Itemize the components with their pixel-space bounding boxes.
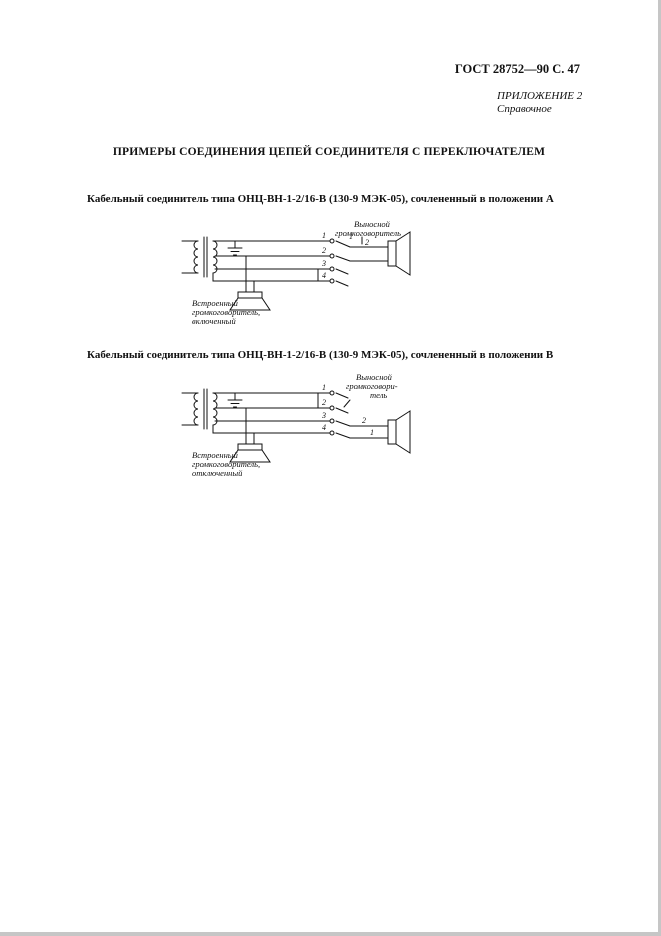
contact-number-2: 2	[322, 398, 326, 407]
right-contact-number-bottom: 2	[365, 238, 369, 247]
appendix-title: ПРИЛОЖЕНИЕ 2	[497, 90, 583, 102]
contact-number-1: 1	[322, 231, 326, 240]
contact-number-4: 4	[322, 423, 326, 432]
contact-pad-4	[329, 278, 335, 284]
appendix-type: Справочное	[497, 103, 552, 115]
right-contact-number-bottom: 1	[370, 428, 374, 437]
right-contact-number-top: 2	[362, 416, 366, 425]
transformer-primary-coil	[193, 392, 199, 426]
switch-arm-4	[335, 280, 349, 287]
transformer-secondary-coil	[212, 240, 218, 274]
diagram-a-circuit: 1 2 3 4 1 2 Выносной громкоговоритель Вс…	[181, 219, 411, 326]
external-speaker-body	[387, 240, 397, 267]
contact-number-4: 4	[322, 271, 326, 280]
external-speaker-leads	[349, 425, 389, 439]
transformer-core	[203, 236, 208, 278]
contact-pad-2	[329, 253, 335, 259]
external-speaker-label-line3: тель	[370, 390, 387, 400]
internal-speaker-label-line1: Встроенный	[192, 450, 239, 460]
external-speaker-leads	[349, 246, 389, 262]
internal-speaker-cone	[229, 449, 271, 463]
contact-pad-1	[329, 238, 335, 244]
wire-4	[212, 424, 331, 434]
internal-speaker-label-line3: отключенный	[192, 468, 243, 478]
contact-number-3: 3	[321, 259, 326, 268]
circuit-a-wiring	[181, 231, 411, 311]
contact-pad-1	[329, 390, 335, 396]
diagram-b-caption: Кабельный соединитель типа ОНЦ-ВН-1-2/16…	[87, 349, 554, 361]
transformer-secondary-coil	[212, 392, 218, 426]
external-speaker-cone	[395, 410, 411, 454]
transformer-primary-coil	[193, 240, 199, 274]
internal-speaker-body	[237, 443, 263, 451]
switch-arm-2	[335, 255, 351, 262]
diagram-b-circuit: 1 2 3 4 2 1 Выносной громкоговори- тель …	[181, 372, 411, 478]
doc-reference: ГОСТ 28752—90 С. 47	[454, 62, 580, 76]
transformer-leads	[181, 392, 199, 426]
internal-speaker-cone	[229, 297, 271, 311]
contact-pad-3	[329, 266, 335, 272]
label-pointer	[343, 399, 351, 408]
contact-pad-3	[329, 418, 335, 424]
ground-symbol	[227, 240, 243, 256]
contact-number-3: 3	[321, 411, 326, 420]
internal-speaker-label-line3: включенный	[192, 316, 236, 326]
internal-speaker-leads	[245, 407, 255, 445]
appendix-block: ПРИЛОЖЕНИЕ 2 Справочное	[497, 90, 582, 116]
external-speaker-body	[387, 419, 397, 445]
switch-arm-1	[335, 392, 349, 399]
internal-speaker-label-line2: громкоговоритель,	[192, 307, 260, 317]
switch-arm-3	[335, 420, 351, 427]
internal-speaker-leads	[245, 255, 255, 293]
wire-4	[212, 272, 331, 282]
external-speaker-label-line1: Выносной	[356, 372, 393, 382]
external-speaker-label-line2: громкоговоритель	[335, 228, 401, 238]
transformer-leads	[181, 240, 199, 274]
switch-arm-1	[335, 240, 351, 248]
internal-speaker-label-line2: громкоговоритель,	[192, 459, 260, 469]
internal-speaker-body	[237, 291, 263, 299]
ground-symbol	[227, 392, 243, 408]
contact-number-1: 1	[322, 383, 326, 392]
right-contact-number-top: 1	[349, 232, 353, 241]
circuit-b-wiring	[181, 388, 411, 463]
external-speaker-label-line2: громкоговори-	[346, 381, 398, 391]
external-speaker-cone	[395, 231, 411, 276]
switch-arm-4	[335, 432, 351, 439]
contact-number-2: 2	[322, 246, 326, 255]
page-title: ПРИМЕРЫ СОЕДИНЕНИЯ ЦЕПЕЙ СОЕДИНИТЕЛЯ С П…	[112, 146, 546, 158]
internal-speaker-label-line1: Встроенный	[192, 298, 239, 308]
transformer-core	[203, 388, 208, 430]
diagram-a-caption: Кабельный соединитель типа ОНЦ-ВН-1-2/16…	[87, 193, 554, 205]
external-speaker-label-line1: Выносной	[354, 219, 391, 229]
switch-arm-2	[335, 407, 349, 414]
switch-arm-3	[335, 268, 349, 275]
contact-pad-2	[329, 405, 335, 411]
contact-pad-4	[329, 430, 335, 436]
